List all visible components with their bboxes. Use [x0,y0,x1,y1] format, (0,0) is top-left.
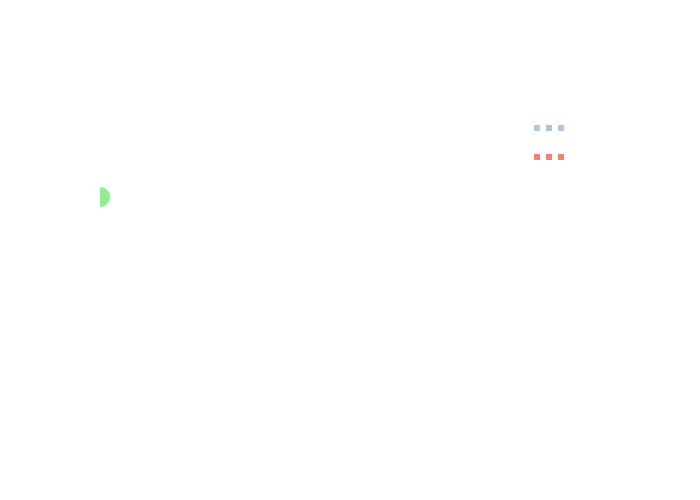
data-point-marker [100,187,110,207]
plot-area [100,187,110,207]
legend-swatch-dot [558,154,564,160]
legend-swatch-dot [546,125,552,131]
legend-swatch-dot [558,125,564,131]
legend-item [534,154,564,160]
legend [534,125,564,160]
legend-swatch-dot [534,125,540,131]
legend-item [534,125,564,131]
legend-swatch-dot [546,154,552,160]
legend-swatch-dot [534,154,540,160]
